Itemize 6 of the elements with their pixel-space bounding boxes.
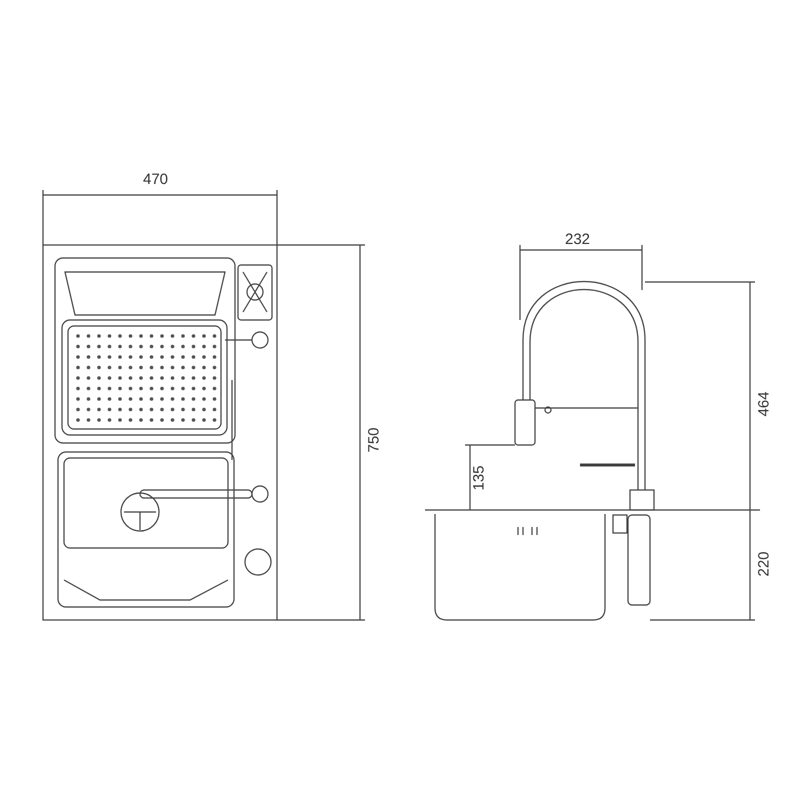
dimension-label: 232 [565, 232, 590, 248]
dimension-label: 220 [756, 551, 773, 577]
dimension-label: 464 [756, 391, 773, 417]
dimension-label: 470 [143, 172, 168, 188]
dimension-label: 750 [366, 427, 383, 453]
dimension-label: 135 [472, 465, 488, 491]
